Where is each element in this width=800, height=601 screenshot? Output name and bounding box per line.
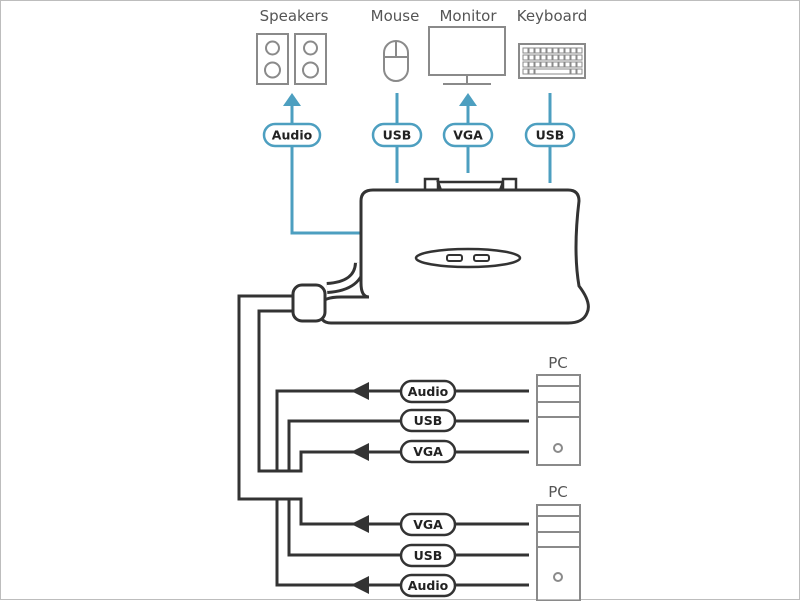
keyboard-port-label: USB bbox=[536, 128, 565, 143]
pc2-port-badge-1: USB bbox=[399, 543, 457, 568]
mouse-label: Mouse bbox=[371, 7, 420, 25]
keyboard-icon bbox=[518, 43, 586, 79]
speakers-port-label: Audio bbox=[272, 128, 313, 143]
pc1-port-label: VGA bbox=[413, 444, 443, 459]
pc1-port-badge-1: USB bbox=[399, 408, 457, 433]
pc1-port-badge-0: Audio bbox=[399, 379, 457, 404]
monitor-port-label: VGA bbox=[453, 128, 483, 143]
pc1-port-label: Audio bbox=[408, 384, 449, 399]
pc1-port-badge-2: VGA bbox=[399, 439, 457, 464]
mouse-port-label: USB bbox=[383, 128, 412, 143]
monitor-port-badge: VGA bbox=[442, 122, 494, 148]
pc1-port-label: USB bbox=[414, 413, 443, 428]
speakers-cable bbox=[290, 105, 360, 235]
arrow-left-icon bbox=[351, 515, 369, 533]
pc-tower-icon bbox=[536, 504, 581, 601]
pc-cable-bundle bbox=[237, 294, 529, 587]
arrow-left-icon bbox=[351, 576, 369, 594]
pc2-port-label: USB bbox=[414, 548, 443, 563]
arrow-left-icon bbox=[351, 443, 369, 461]
pc2-port-label: Audio bbox=[408, 578, 449, 593]
speakers-port-badge: Audio bbox=[262, 122, 322, 148]
arrow-left-icon bbox=[351, 382, 369, 400]
keyboard-label: Keyboard bbox=[517, 7, 588, 25]
pc2-port-badge-2: Audio bbox=[399, 573, 457, 598]
mouse-port-badge: USB bbox=[371, 122, 423, 148]
mouse-icon bbox=[383, 40, 409, 82]
kvm-switch-icon bbox=[291, 177, 590, 325]
monitor-label: Monitor bbox=[439, 7, 497, 25]
monitor-icon bbox=[428, 26, 506, 85]
pc1-label: PC bbox=[548, 354, 568, 372]
monitor-arrow-icon bbox=[459, 93, 477, 106]
pc-tower-icon bbox=[536, 374, 581, 466]
pc2-label: PC bbox=[548, 483, 568, 501]
pc-arrows bbox=[351, 382, 369, 594]
pc2-port-label: VGA bbox=[413, 517, 443, 532]
keyboard-port-badge: USB bbox=[524, 122, 576, 148]
pc2-port-badge-0: VGA bbox=[399, 512, 457, 537]
speakers-icon bbox=[256, 33, 327, 85]
speakers-arrow-icon bbox=[283, 93, 301, 106]
speakers-label: Speakers bbox=[260, 7, 329, 25]
